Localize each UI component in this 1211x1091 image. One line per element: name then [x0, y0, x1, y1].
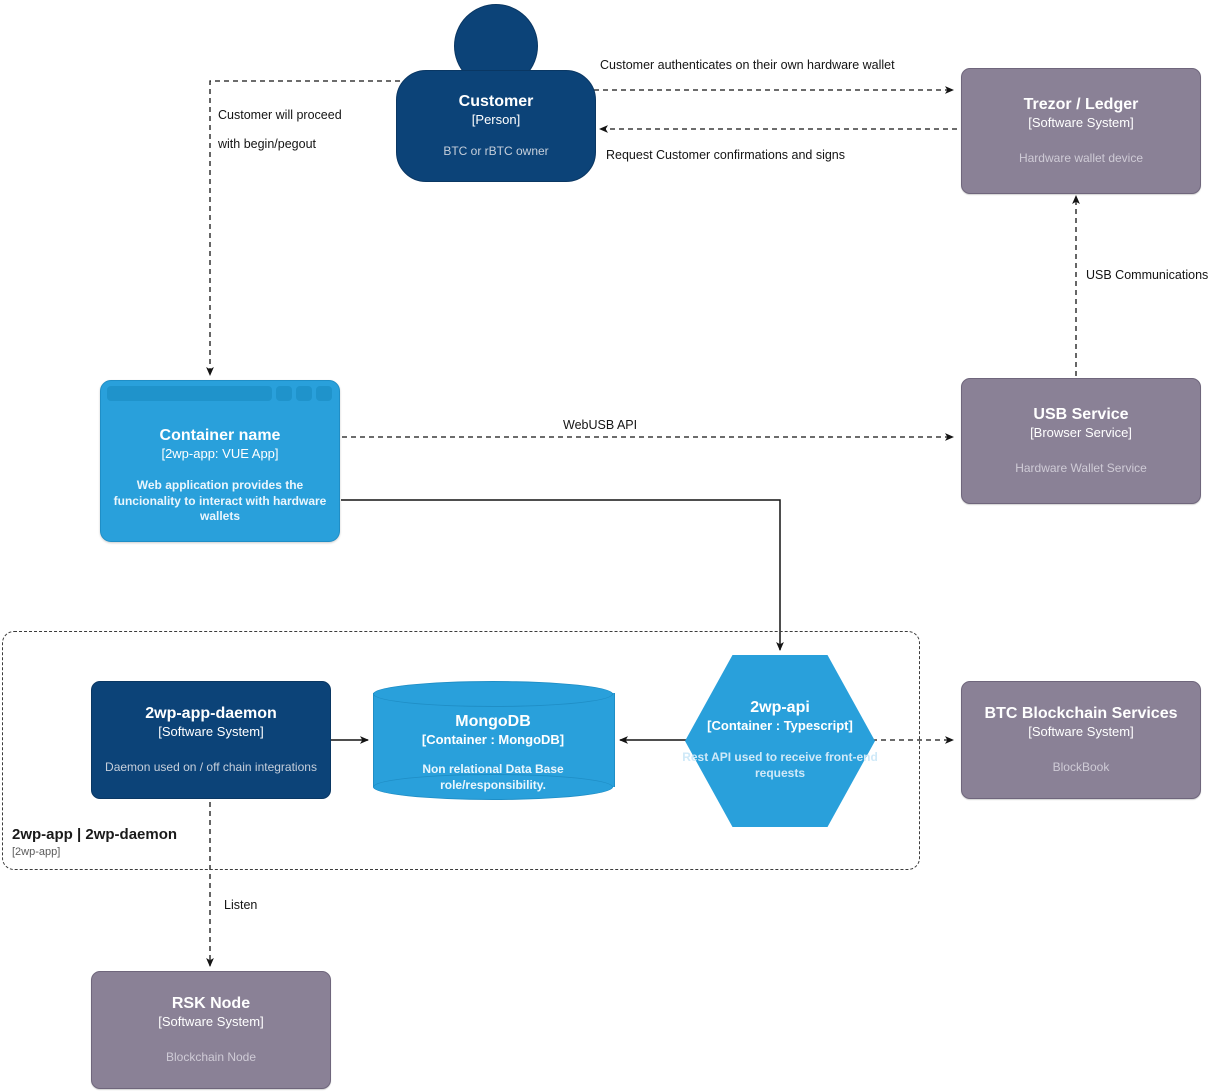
node-2wp-api-text: 2wp-api [Container : Typescript] Rest AP…: [667, 699, 893, 781]
browser-titlebar: [107, 386, 333, 401]
node-2wp-api-desc: Rest API used to receive front-end reque…: [682, 750, 878, 780]
edge-label-vueapp-to-usbservice: WebUSB API: [563, 418, 638, 432]
edge-label-usbservice-to-trezor: USB Communications: [1086, 268, 1209, 282]
node-mongodb[interactable]: MongoDB [Container : MongoDB] Non relati…: [373, 681, 615, 800]
node-vue-app-desc: Web application provides the funcionalit…: [113, 478, 327, 524]
node-btc-blockchain-services-type: [Software System]: [1028, 723, 1134, 739]
node-rsk-node-title: RSK Node: [171, 994, 251, 1012]
node-vue-app[interactable]: Container name [2wp-app: VUE App] Web ap…: [100, 380, 340, 542]
node-2wp-app-daemon-desc: Daemon used on / off chain integrations: [105, 759, 317, 774]
hexagon-shape: [685, 655, 875, 827]
browser-button-2-icon: [296, 386, 312, 401]
node-mongodb-type: [Container : MongoDB]: [421, 731, 565, 747]
edge-label-trezor-to-customer: Request Customer confirmations and signs: [606, 148, 846, 162]
node-usb-service-type: [Browser Service]: [1030, 424, 1132, 440]
edge-label-customer-to-trezor: Customer authenticates on their own hard…: [600, 58, 895, 72]
node-usb-service-title: USB Service: [1033, 405, 1129, 423]
cylinder-bottom: [373, 774, 613, 800]
node-usb-service-desc: Hardware Wallet Service: [1015, 460, 1147, 475]
browser-button-3-icon: [316, 386, 332, 401]
node-rsk-node-type: [Software System]: [158, 1013, 264, 1029]
node-trezor-ledger-title: Trezor / Ledger: [1023, 95, 1139, 113]
node-2wp-app-daemon-type: [Software System]: [158, 723, 264, 739]
boundary-type: [2wp-app]: [12, 846, 61, 858]
cylinder-top: [373, 681, 613, 707]
boundary-label: 2wp-app | 2wp-daemon [2wp-app]: [12, 826, 177, 859]
node-2wp-app-daemon[interactable]: 2wp-app-daemon [Software System] Daemon …: [91, 681, 331, 799]
edge-label-customer-to-vueapp-line1: Customer will proceed: [218, 108, 342, 122]
node-trezor-ledger-desc: Hardware wallet device: [1018, 150, 1144, 165]
boundary-name: 2wp-app | 2wp-daemon: [12, 826, 178, 843]
node-mongodb-title: MongoDB: [455, 713, 531, 730]
node-rsk-node-desc: Blockchain Node: [165, 1049, 257, 1064]
node-trezor-ledger-type: [Software System]: [1028, 114, 1134, 130]
node-vue-app-type: [2wp-app: VUE App]: [161, 445, 279, 461]
boundary-2wp-app: [2, 631, 920, 870]
node-btc-blockchain-services-title: BTC Blockchain Services: [984, 704, 1178, 722]
node-trezor-ledger[interactable]: Trezor / Ledger [Software System] Hardwa…: [961, 68, 1201, 194]
cylinder-body: [373, 693, 615, 787]
node-mongodb-desc: Non relational Data Base role/responsibi…: [422, 762, 564, 792]
node-mongodb-text: MongoDB [Container : MongoDB] Non relati…: [373, 707, 613, 797]
node-vue-app-title: Container name: [159, 427, 281, 444]
browser-viewport: Container name [2wp-app: VUE App] Web ap…: [107, 405, 333, 535]
node-btc-blockchain-services-desc: BlockBook: [1052, 759, 1110, 774]
node-2wp-api[interactable]: 2wp-api [Container : Typescript] Rest AP…: [682, 655, 878, 827]
edge-label-customer-to-vueapp-line2: with begin/pegout: [218, 137, 316, 151]
person-body: Customer [Person] BTC or rBTC owner: [396, 70, 596, 182]
node-2wp-app-daemon-title: 2wp-app-daemon: [145, 704, 277, 722]
browser-button-1-icon: [276, 386, 292, 401]
node-rsk-node[interactable]: RSK Node [Software System] Blockchain No…: [91, 971, 331, 1089]
browser-addressbar: [107, 386, 272, 401]
node-customer-desc: BTC or rBTC owner: [443, 143, 549, 158]
edge-customer-to-vueapp: [206, 80, 400, 376]
node-2wp-api-title: 2wp-api: [750, 699, 810, 716]
node-btc-blockchain-services[interactable]: BTC Blockchain Services [Software System…: [961, 681, 1201, 799]
node-2wp-api-type: [Container : Typescript]: [707, 717, 853, 733]
node-usb-service[interactable]: USB Service [Browser Service] Hardware W…: [961, 378, 1201, 504]
node-customer-title: Customer: [458, 92, 534, 110]
node-customer[interactable]: Customer [Person] BTC or rBTC owner: [396, 0, 596, 182]
edge-vueapp-to-api: [341, 499, 784, 651]
node-customer-type: [Person]: [471, 111, 521, 127]
edge-label-daemon-to-rsknode: Listen: [224, 898, 258, 912]
